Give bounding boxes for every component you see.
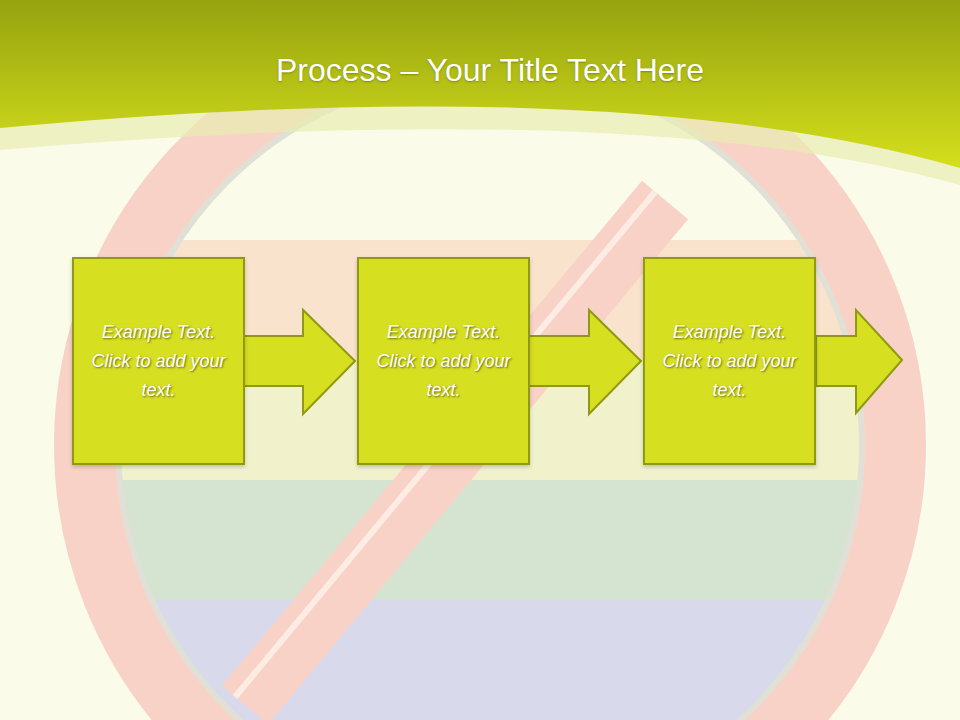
process-box: Example Text. Click to add your text. xyxy=(643,257,816,465)
process-box: Example Text. Click to add your text. xyxy=(357,257,530,465)
block-arrow xyxy=(244,310,355,414)
trailing-arrow xyxy=(816,310,902,413)
block-arrow xyxy=(529,310,641,414)
box-text: Example Text. Click to add your text. xyxy=(374,318,514,405)
box-text: Example Text. Click to add your text. xyxy=(660,318,800,405)
box-text: Example Text. Click to add your text. xyxy=(89,318,229,405)
slide-title: Process – Your Title Text Here xyxy=(0,52,960,89)
process-box: Example Text. Click to add your text. xyxy=(72,257,245,465)
